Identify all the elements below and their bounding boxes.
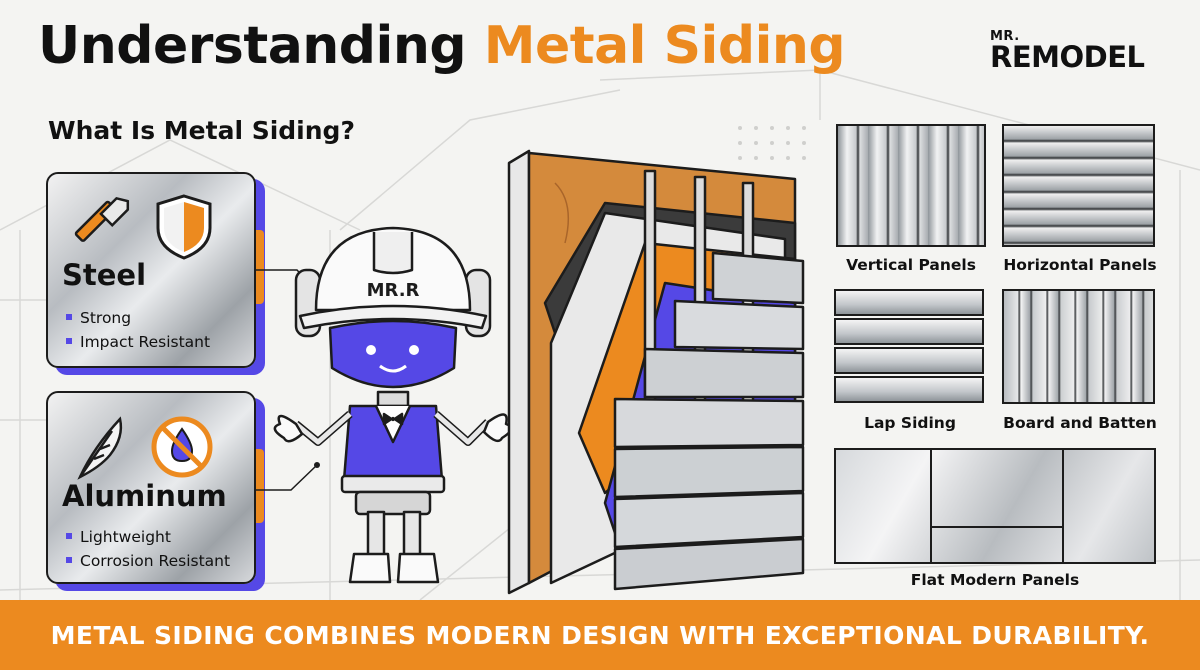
panel-horizontal-swatch: [1002, 124, 1155, 247]
wall-cross-section: [507, 149, 805, 595]
panel-label: Flat Modern Panels: [910, 571, 1080, 589]
footer-banner: METAL SIDING COMBINES MODERN DESIGN WITH…: [0, 600, 1200, 670]
panel-flat-swatch: [834, 448, 1156, 564]
feature-item: Impact Resistant: [66, 330, 210, 354]
mascot-robot: MR.R: [273, 226, 513, 584]
page-title: Understanding Metal Siding: [38, 16, 846, 76]
feather-icon: [77, 416, 123, 480]
material-card-steel: Steel Strong Impact Resistant: [46, 172, 264, 368]
no-corrosion-icon: [151, 416, 213, 478]
panel-label: Horizontal Panels: [1003, 256, 1157, 274]
section-subtitle: What Is Metal Siding?: [48, 116, 355, 145]
feature-list: Strong Impact Resistant: [66, 306, 210, 354]
card-accent-tab: [256, 230, 264, 304]
feature-item: Strong: [66, 306, 210, 330]
panel-lap-swatch: [834, 289, 986, 403]
panel-label: Lap Siding: [864, 414, 956, 432]
material-name: Aluminum: [62, 479, 227, 513]
hammer-icon: [74, 196, 130, 242]
feature-item: Corrosion Resistant: [66, 549, 230, 573]
card-accent-tab: [256, 449, 264, 523]
logo-prefix: MR.: [990, 29, 1020, 44]
brand-logo: MR. REMODEL: [990, 30, 1145, 72]
title-accent: Metal Siding: [483, 16, 846, 76]
panel-batten-swatch: [1002, 289, 1155, 404]
panel-vertical-swatch: [836, 124, 986, 247]
logo-wordmark: REMODEL: [990, 40, 1145, 74]
panel-label: Board and Batten: [1003, 414, 1157, 432]
background-house-sketch: [0, 69, 1200, 600]
title-main: Understanding: [38, 16, 467, 76]
material-card-aluminum: Aluminum Lightweight Corrosion Resistant: [46, 391, 264, 584]
panel-label: Vertical Panels: [846, 256, 976, 274]
helmet-label: MR.R: [367, 280, 420, 301]
steel-icons: [74, 194, 212, 260]
material-name: Steel: [62, 258, 147, 292]
shield-icon: [156, 194, 212, 260]
feature-list: Lightweight Corrosion Resistant: [66, 525, 230, 573]
aluminum-icons: [77, 416, 213, 480]
feature-item: Lightweight: [66, 525, 230, 549]
